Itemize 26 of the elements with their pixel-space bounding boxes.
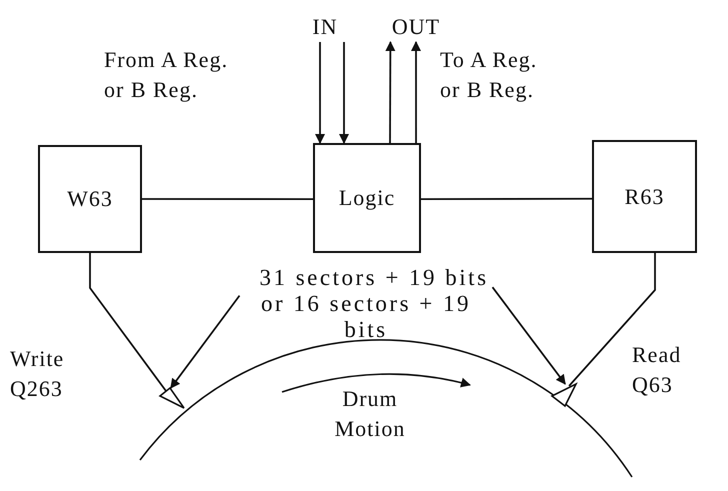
arrow <box>170 295 240 389</box>
arrow <box>411 41 421 143</box>
connector-line <box>568 253 656 387</box>
head-triangle <box>158 386 185 409</box>
source-label: From A Reg. or B Reg. <box>104 46 230 104</box>
arrow <box>339 42 349 144</box>
connector-line <box>142 198 313 200</box>
destination-label: To A Reg. or B Reg. <box>440 46 538 104</box>
head-label: Write Q263 <box>10 345 66 403</box>
head-triangle <box>550 382 578 408</box>
connector-line <box>89 253 167 392</box>
box-label: R63 <box>624 184 664 210</box>
connector-line <box>421 198 592 200</box>
head-label: Read Q63 <box>632 341 682 399</box>
register-box <box>592 140 697 253</box>
arrow <box>385 41 396 143</box>
port-label: OUT <box>392 14 440 40</box>
drum-motion-label: Drum Motion <box>334 385 406 443</box>
arrow <box>492 286 566 385</box>
register-box <box>38 145 142 253</box>
port-label: IN <box>312 14 338 40</box>
box-label: Logic <box>338 185 396 211</box>
register-box <box>313 143 421 253</box>
arrow <box>315 42 326 144</box>
box-label: W63 <box>67 186 113 212</box>
note-text: 31 sectors + 19 bits or 16 sectors + 19 bits <box>258 265 490 343</box>
